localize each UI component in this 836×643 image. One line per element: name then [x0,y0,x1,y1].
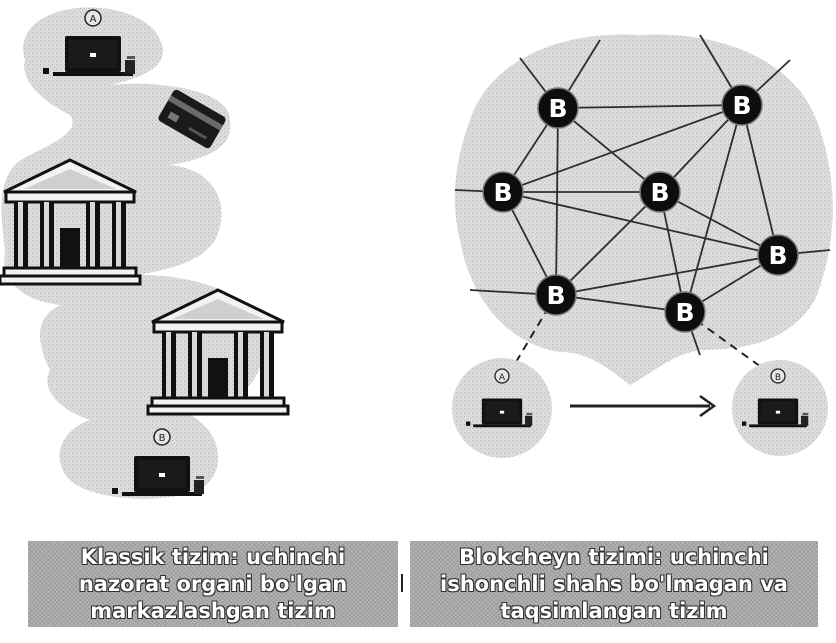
diagram-canvas: A B B B B B B B B [0,7,833,499]
bitcoin-node-label: B [493,178,512,207]
bitcoin-node-icon: B [721,84,763,126]
sender-badge-icon [494,368,510,384]
bitcoin-node-label: B [732,91,751,120]
network-link [741,104,779,256]
bitcoin-node-icon: B [535,274,577,316]
sender-badge-label: A [499,373,506,383]
network-link [502,104,743,193]
blockchain-system-caption: Blokcheyn tizimi: uchinchi ishonchli sha… [440,544,788,623]
bitcoin-node-icon: B [537,87,579,129]
bitcoin-node-icon: B [757,234,799,276]
blockchain-system-caption-box: Blokcheyn tizimi: uchinchi ishonchli sha… [410,541,818,627]
receiver-badge-label: B [775,373,781,383]
receiver-badge-icon [770,368,786,384]
sender-badge-label: A [90,14,97,25]
network-link [555,191,661,296]
network-link [557,104,743,109]
network-link [659,191,779,256]
bitcoin-node-label: B [675,298,694,327]
bitcoin-node-label: B [650,178,669,207]
bitcoin-node-icon: B [664,291,706,333]
bitcoin-node-label: B [546,281,565,310]
network-link [555,294,686,313]
network-link [557,107,661,193]
classic-system-caption: Klassik tizim: uchinchi nazorat organi b… [78,544,348,623]
bitcoin-node-label: B [548,94,567,123]
receiver-badge-icon [153,428,171,446]
bitcoin-node-icon: B [639,171,681,213]
sender-badge-icon [84,9,102,27]
network-link [684,104,743,313]
network-link [555,107,559,296]
credit-card-icon [158,89,226,149]
divider-mark [401,574,403,592]
network-link [502,191,779,256]
transfer-arrowhead-icon [699,394,717,418]
receiver-badge-label: B [159,433,166,444]
network-link [555,254,779,296]
bitcoin-node-label: B [768,241,787,270]
classic-system-caption-box: Klassik tizim: uchinchi nazorat organi b… [28,541,398,627]
network-nodes: B B B B B B B [482,84,799,333]
classic-system-illustration: A B [0,7,290,499]
blockchain-system-illustration: B B B B B B B A B [452,34,833,458]
bitcoin-node-icon: B [482,171,524,213]
